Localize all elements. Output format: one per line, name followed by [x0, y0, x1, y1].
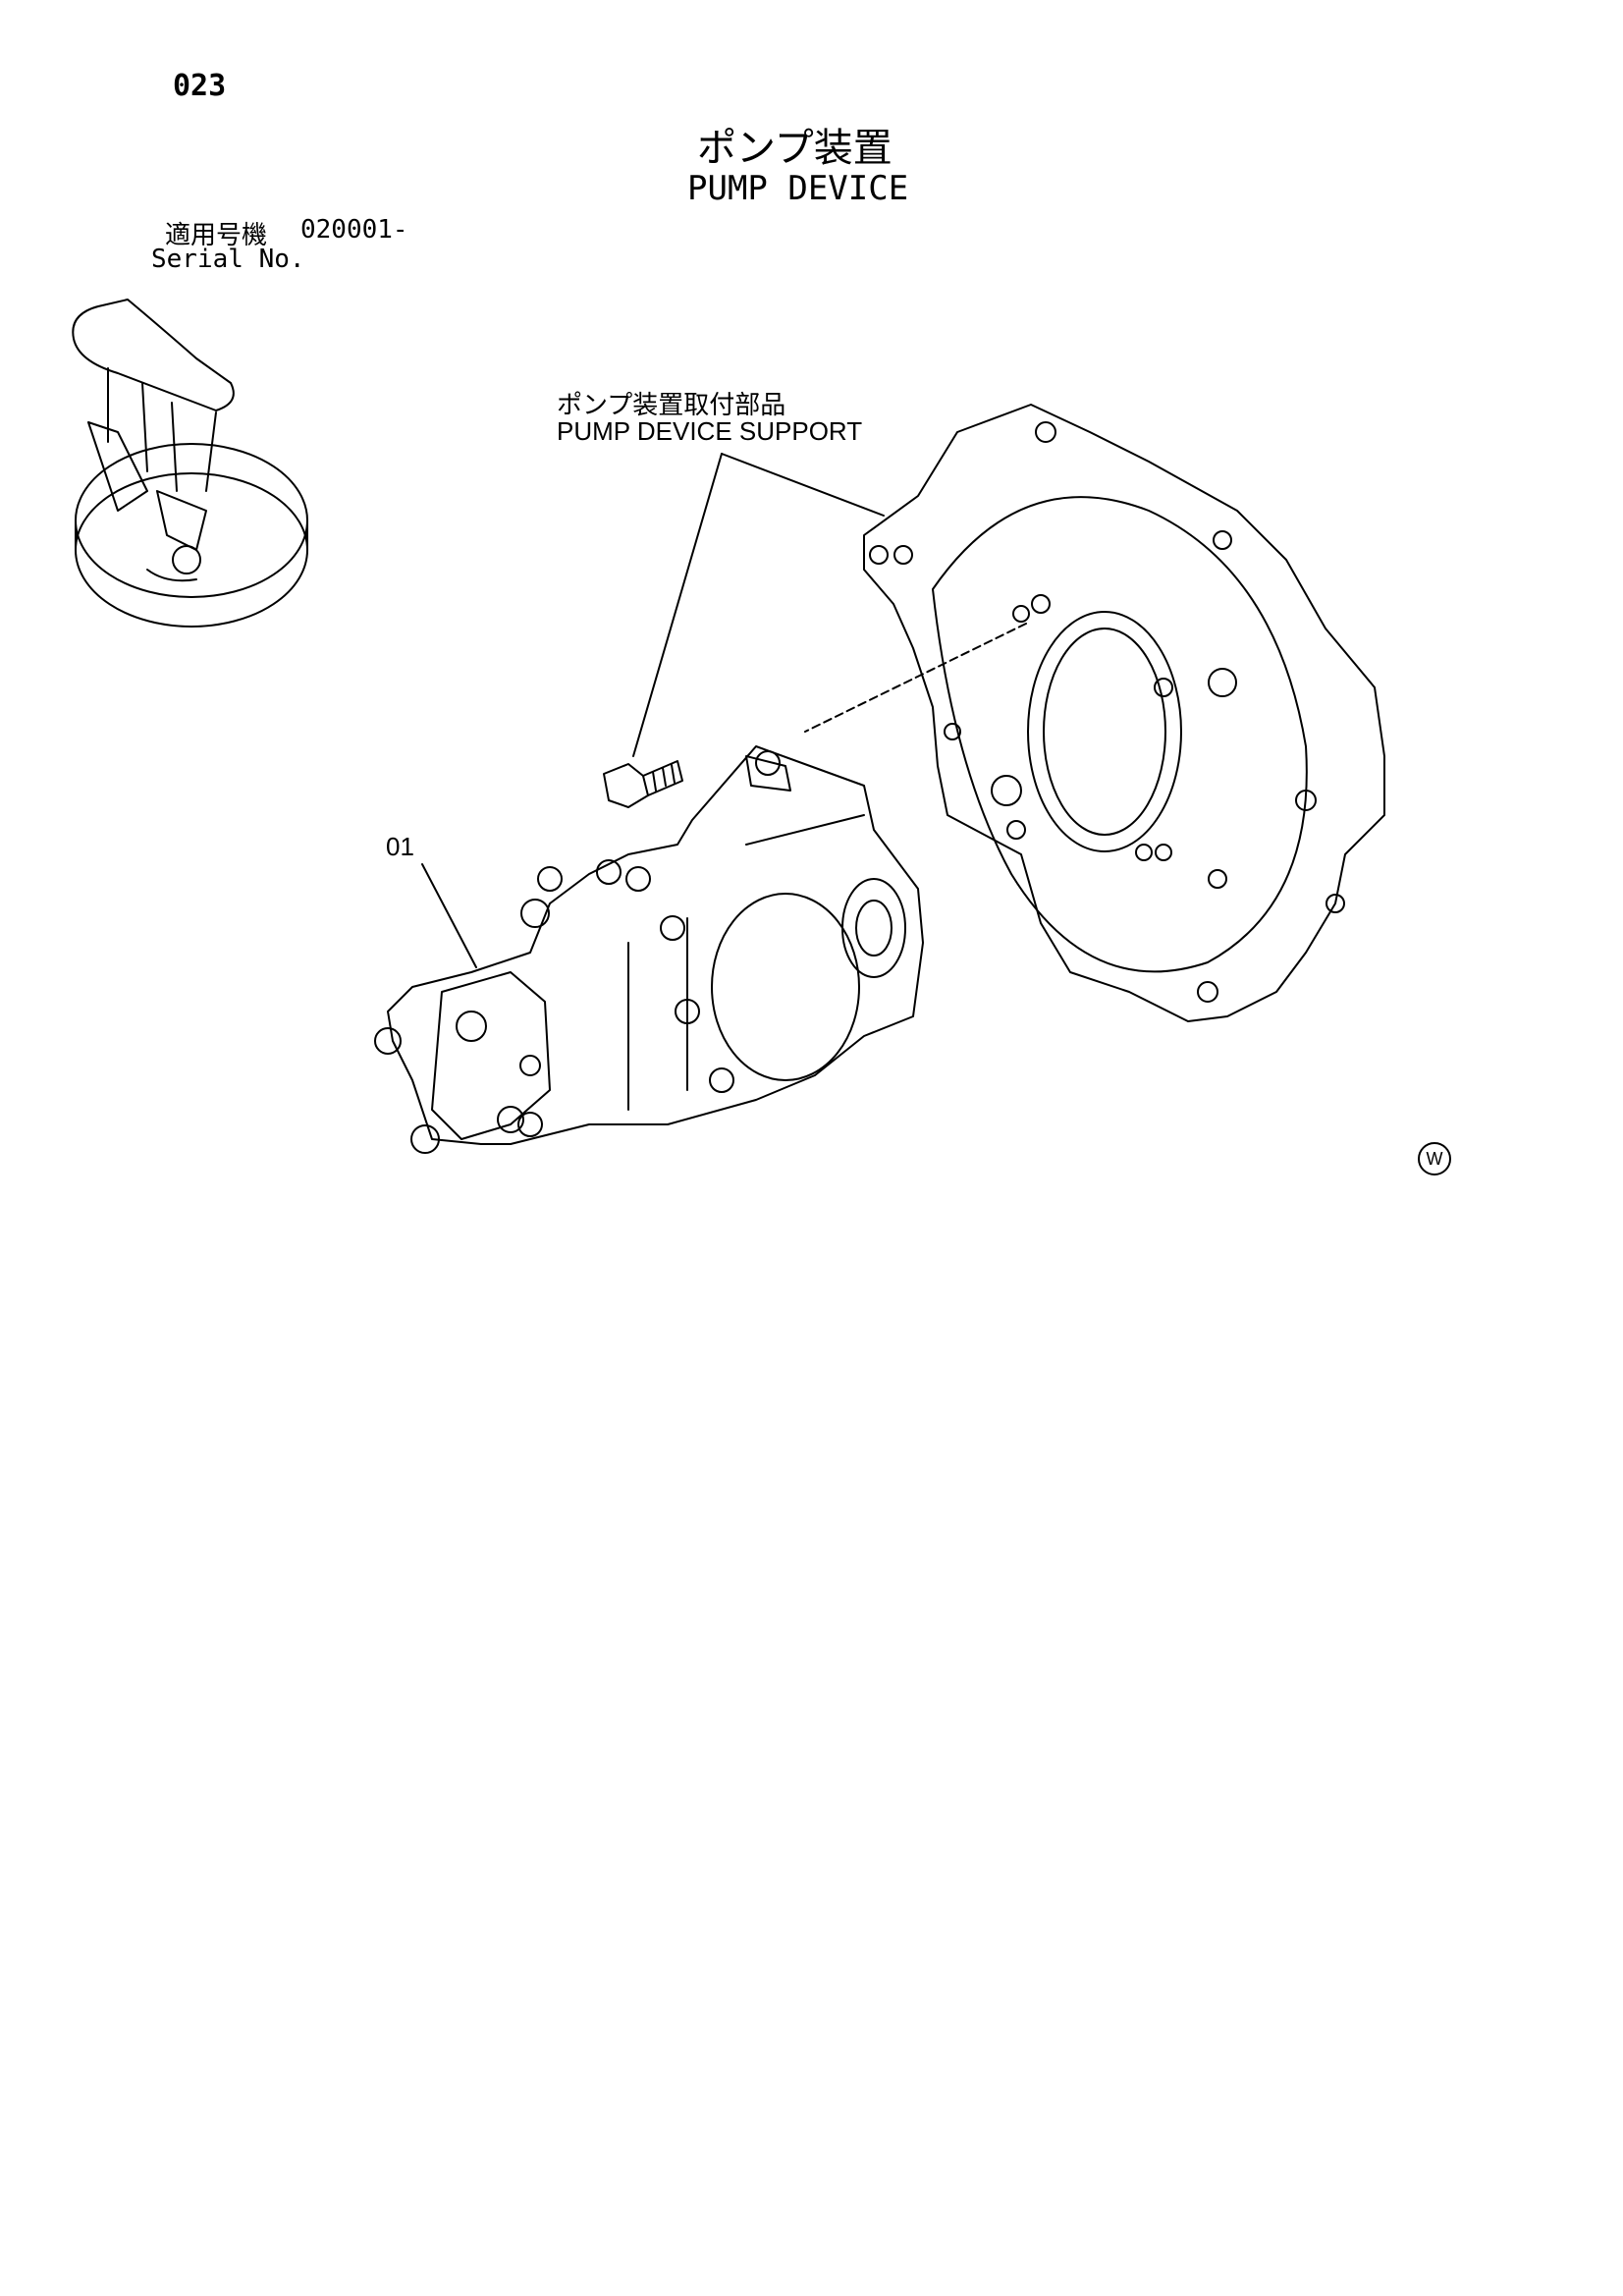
support-callout-en: PUMP DEVICE SUPPORT — [557, 416, 863, 446]
serial-range: 020001- — [300, 215, 408, 245]
support-leader-lines — [421, 453, 1027, 968]
mounting-bolt — [603, 760, 683, 808]
pump-mounting-flange — [863, 404, 1385, 1022]
serial-label-jp: 適用号機 — [165, 221, 268, 250]
support-callout-jp: ポンプ装置取付部品 — [557, 391, 786, 420]
part-callout-01: 01 — [386, 832, 414, 861]
watermark-symbol: W — [1418, 1142, 1451, 1175]
page-title-jp: ポンプ装置 — [697, 126, 893, 171]
page-number: 023 — [173, 69, 227, 103]
hydraulic-pump-assembly — [374, 745, 924, 1154]
serial-label-en: Serial No. — [151, 245, 305, 274]
page-title-en: PUMP DEVICE — [687, 169, 909, 208]
machine-locator-illustration — [72, 299, 308, 628]
